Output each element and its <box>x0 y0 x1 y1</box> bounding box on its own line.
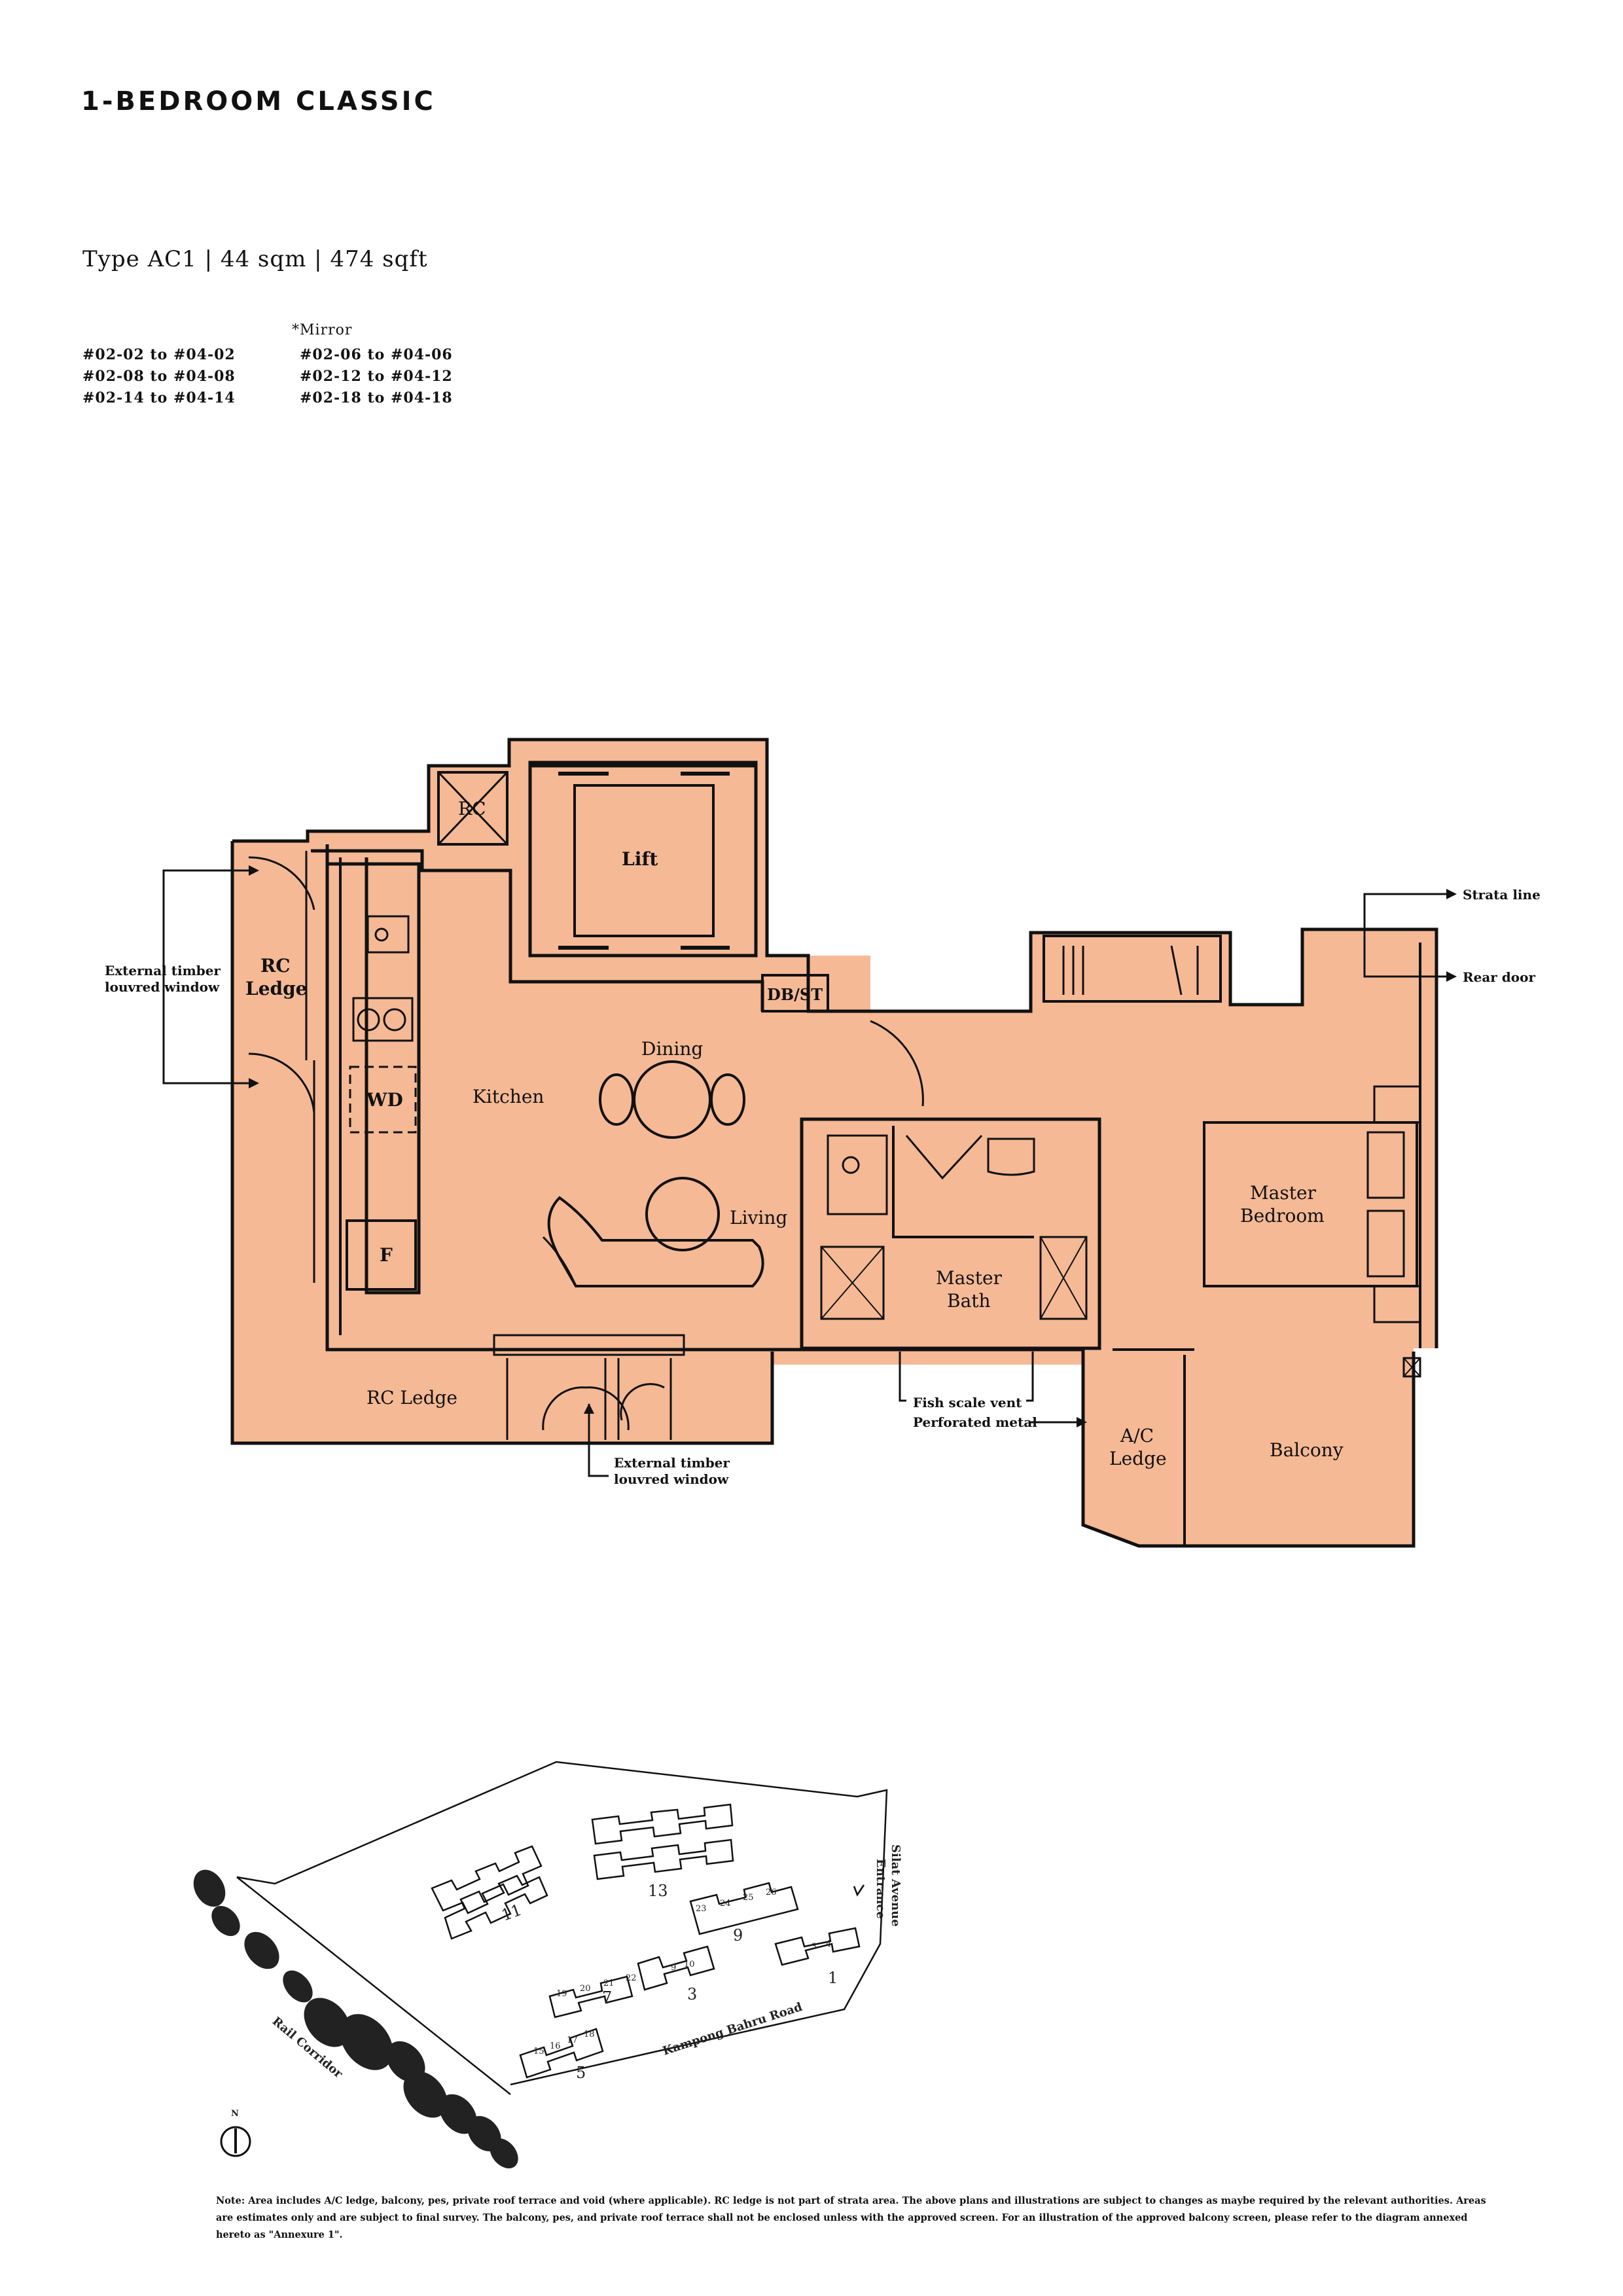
rear-door-annotation: Rear door <box>1463 969 1535 985</box>
unit-range: #02-14 to #04-14 <box>82 389 236 406</box>
block-5-label: 5 <box>576 2064 586 2082</box>
unit-number: 20 <box>580 1984 591 1994</box>
site-plan <box>220 1761 888 2157</box>
rc-ledge-left-label: RC <box>260 955 291 977</box>
unit-number: 9 <box>671 1963 676 1973</box>
external-window-annotation: External timber <box>105 963 221 978</box>
block-7-label: 7 <box>602 1988 612 2007</box>
unit-number: 17 <box>567 2036 578 2045</box>
master-bath-label: Master <box>936 1267 1003 1289</box>
unit-number: 22 <box>626 1973 637 1983</box>
unit-range: #02-08 to #04-08 <box>82 368 236 385</box>
master-bedroom-label: Bedroom <box>1240 1205 1325 1227</box>
db-st-label: DB/ST <box>767 985 823 1004</box>
strata-line-annotation: Strata line <box>1463 887 1541 903</box>
unit-number: 10 <box>684 1960 695 1969</box>
fridge-label: F <box>380 1244 393 1266</box>
block-11-label: 11 <box>499 1901 524 1925</box>
disclaimer-note: Note: Area includes A/C ledge, balcony, … <box>216 2195 1486 2240</box>
unit-number: 24 <box>720 1899 731 1909</box>
lift-label: Lift <box>622 848 658 870</box>
kitchen-label: Kitchen <box>473 1086 544 1107</box>
block-13-label: 13 <box>648 1882 668 1900</box>
unit-number: 4 <box>826 1939 831 1949</box>
balcony-label: Balcony <box>1270 1439 1344 1461</box>
page-title: 1-BEDROOM CLASSIC <box>81 86 436 117</box>
ac-ledge-label: Ledge <box>1109 1448 1167 1469</box>
road-label: Kampong Bahru Road <box>661 2000 804 2058</box>
north-label: N <box>231 2109 239 2119</box>
entrance-label: Entrance <box>874 1859 887 1919</box>
mirror-unit-range: #02-06 to #04-06 <box>300 346 453 363</box>
living-label: Living <box>730 1207 787 1229</box>
rc-shaft-label: RC <box>458 798 486 819</box>
mirror-unit-range: #02-12 to #04-12 <box>300 368 453 385</box>
unit-number: 19 <box>556 1989 567 1999</box>
external-window-annotation: louvred window <box>614 1471 729 1487</box>
rail-corridor-trees <box>193 1869 518 2169</box>
entrance-label: Silat Avenue <box>889 1844 902 1927</box>
mirror-unit-range: #02-18 to #04-18 <box>300 389 453 406</box>
unit-number: 15 <box>533 2047 544 2056</box>
external-window-annotation: louvred window <box>105 979 220 995</box>
unit-range: #02-02 to #04-02 <box>82 346 236 363</box>
fish-scale-vent-annotation: Fish scale vent <box>913 1395 1022 1410</box>
unit-number: 21 <box>603 1979 615 1988</box>
block-1-label: 1 <box>828 1969 838 1987</box>
ac-ledge-label: A/C <box>1120 1425 1154 1446</box>
unit-type-line: Type AC1 | 44 sqm | 474 sqft <box>82 246 428 272</box>
rc-ledge-bottom-label: RC Ledge <box>366 1387 457 1408</box>
unit-number: 25 <box>743 1893 754 1903</box>
unit-number: 3 <box>812 1942 817 1952</box>
dining-label: Dining <box>641 1038 703 1060</box>
block-3-label: 3 <box>687 1985 697 2003</box>
rc-ledge-left-label: Ledge <box>245 978 307 999</box>
unit-number: 16 <box>550 2041 561 2051</box>
master-bath-label: Bath <box>947 1290 991 1312</box>
unit-number: 26 <box>766 1888 777 1897</box>
external-window-annotation: External timber <box>614 1455 730 1471</box>
unit-number: 23 <box>696 1904 707 1914</box>
washer-dryer-label: WD <box>366 1089 403 1111</box>
unit-number: 18 <box>584 2030 595 2039</box>
mirror-heading: *Mirror <box>292 322 353 338</box>
block-9-label: 9 <box>733 1926 743 1945</box>
master-bedroom-label: Master <box>1250 1182 1317 1204</box>
perforated-metal-annotation: Perforated metal <box>913 1414 1037 1430</box>
